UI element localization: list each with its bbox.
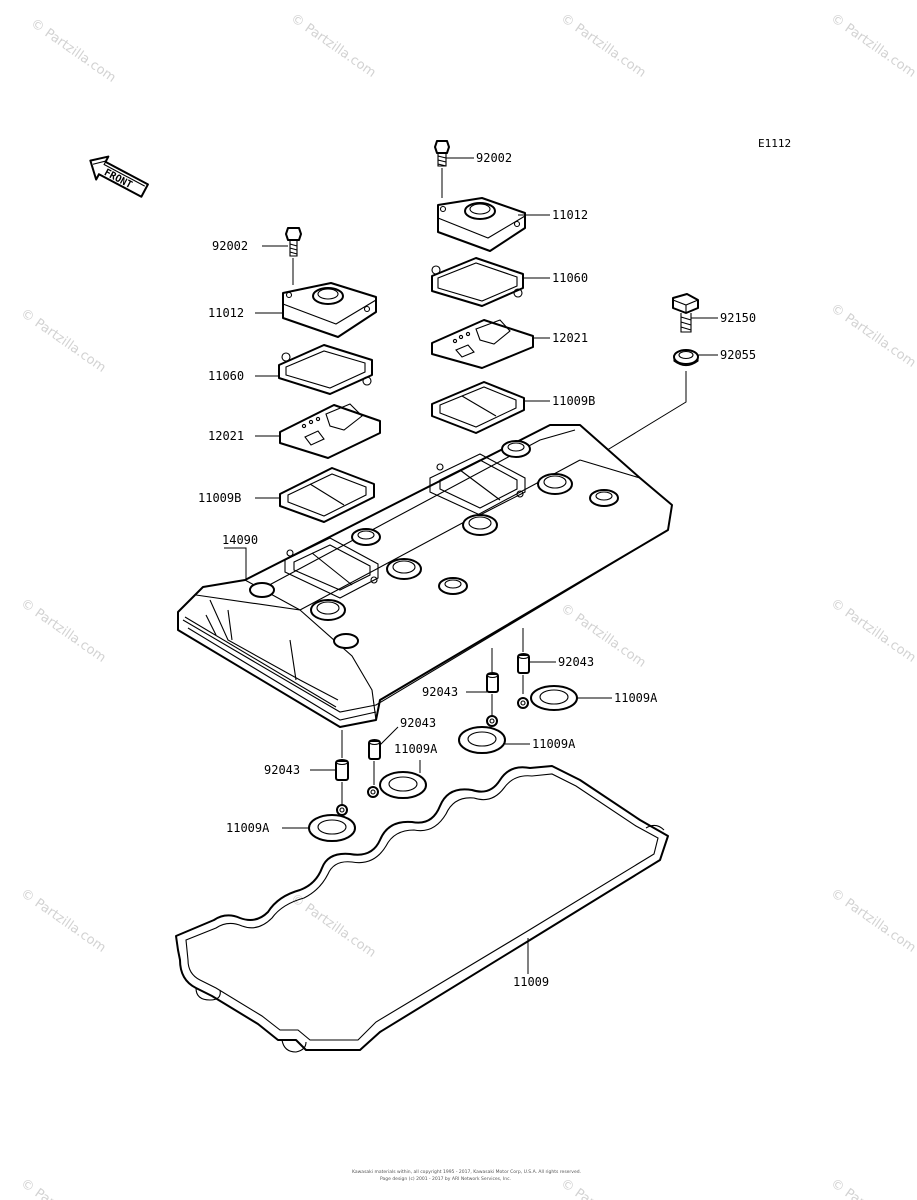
callout-11009a-b: 11009A: [394, 742, 438, 756]
watermark-4: © Partzilla.com: [828, 11, 917, 81]
cap-11012-left-icon: [282, 282, 377, 338]
watermark-15: © Partzilla.com: [828, 1176, 917, 1200]
dowel-92043-b-icon: [368, 738, 381, 760]
dowel-92043-a-icon: [335, 758, 349, 781]
watermark-7: © Partzilla.com: [18, 596, 109, 666]
front-arrow-icon: FRONT: [89, 155, 149, 198]
watermark-12: © Partzilla.com: [828, 886, 917, 956]
bolt-92002-top-icon: [434, 140, 450, 167]
gasket-11009-icon: [175, 765, 669, 1053]
callout-11060-top: 11060: [552, 271, 588, 285]
watermark-6: © Partzilla.com: [828, 301, 917, 371]
lead-92043-b: [379, 726, 399, 746]
washer-92055-icon: [673, 349, 699, 367]
watermark-2: © Partzilla.com: [288, 11, 379, 81]
watermark-1: © Partzilla.com: [28, 16, 119, 86]
callout-92002-top: 92002: [476, 151, 512, 165]
seal-11009a-c-icon: [458, 715, 506, 754]
callout-12021-left: 12021: [208, 429, 244, 443]
callout-11009a-d: 11009A: [614, 691, 658, 705]
watermark-3: © Partzilla.com: [558, 11, 649, 81]
gasket-11060-left-icon: [278, 344, 373, 395]
callout-92150: 92150: [720, 311, 756, 325]
callout-11012-top: 11012: [552, 208, 588, 222]
cap-11012-top-icon: [437, 197, 526, 252]
watermark-5: © Partzilla.com: [18, 306, 109, 376]
copyright-line-2: Page design (c) 2001 - 2017 by ARI Netwo…: [380, 1176, 511, 1182]
plate-12021-top-icon: [431, 319, 534, 369]
plate-12021-left-icon: [279, 403, 381, 459]
watermark-10: © Partzilla.com: [18, 886, 109, 956]
seal-11009a-d-icon: [517, 685, 578, 711]
callout-11009a-a: 11009A: [226, 821, 270, 835]
seal-11009a-b-icon: [367, 771, 427, 799]
callout-11009: 11009: [513, 975, 549, 989]
callout-14090: 14090: [222, 533, 258, 547]
lead-14090: [224, 547, 247, 580]
valve-cover-14090-icon: [177, 424, 673, 728]
gasket-11009b-top-icon: [431, 381, 525, 434]
callout-12021-top: 12021: [552, 331, 588, 345]
watermark-13: © Partzilla.com: [18, 1176, 109, 1200]
callout-92043-b: 92043: [400, 716, 436, 730]
callout-92043-c: 92043: [422, 685, 458, 699]
callout-11009b-top: 11009B: [552, 394, 595, 408]
callout-92043-d: 92043: [558, 655, 594, 669]
dowel-92043-c-icon: [486, 671, 499, 693]
dowel-92043-d-icon: [517, 652, 530, 674]
callout-92002-left: 92002: [212, 239, 248, 253]
bolt-92150-icon: [672, 293, 699, 333]
callout-11009b-left: 11009B: [198, 491, 241, 505]
watermark-11: © Partzilla.com: [288, 891, 379, 961]
callout-11012-left: 11012: [208, 306, 244, 320]
diagram-code: E1112: [758, 137, 791, 150]
callout-92043-a: 92043: [264, 763, 300, 777]
gasket-11060-top-icon: [431, 257, 524, 307]
bolt-92002-left-icon: [285, 227, 302, 257]
watermark-14: © Partzilla.com: [558, 1176, 649, 1200]
seal-11009a-a-icon: [308, 804, 356, 842]
watermark-9: © Partzilla.com: [828, 596, 917, 666]
front-label: FRONT: [102, 167, 134, 191]
callout-11060-left: 11060: [208, 369, 244, 383]
callout-92055: 92055: [720, 348, 756, 362]
copyright-line-1: Kawasaki materials within, all copyright…: [352, 1169, 581, 1175]
callout-11009a-c: 11009A: [532, 737, 576, 751]
gasket-11009b-left-icon: [279, 467, 375, 523]
